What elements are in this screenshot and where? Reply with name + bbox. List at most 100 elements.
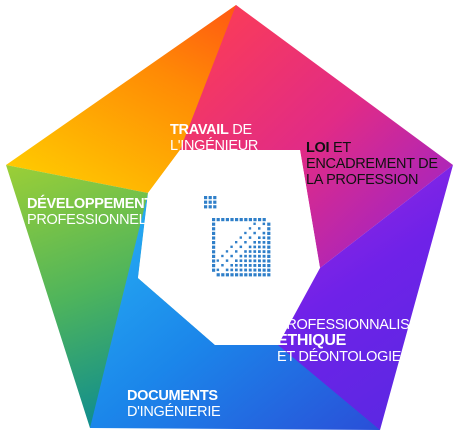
logo-dot (244, 268, 248, 272)
logo-dot (258, 227, 261, 230)
logo-dot (248, 273, 252, 277)
logo-dot (253, 250, 257, 253)
logo-dot (244, 264, 247, 267)
logo-dot (212, 250, 216, 254)
logo-dot (244, 218, 248, 222)
logo-dot (230, 245, 233, 248)
logo-dot (212, 227, 216, 231)
logo-dot (235, 259, 238, 262)
logo-dot (267, 231, 271, 235)
logo-dot (267, 245, 271, 249)
label-developpement-line1: DÉVELOPPEMENT (27, 196, 153, 212)
logo-dot (208, 205, 212, 209)
label-loi-rest: ET (329, 140, 351, 156)
logo-dot (230, 264, 233, 267)
logo-dot (262, 268, 266, 272)
logo-dot (239, 273, 243, 277)
logo-dot (244, 254, 247, 258)
logo-dot (230, 273, 234, 277)
logo-dot (262, 250, 266, 254)
logo-dot (253, 222, 256, 225)
label-professionnalisme-line2: ÉTHIQUE (277, 332, 347, 349)
logo-dot (212, 264, 216, 268)
logo-dot (244, 273, 248, 277)
logo-dot (221, 264, 224, 267)
logo-dot (258, 259, 261, 263)
logo-dot (248, 245, 252, 249)
logo-dot (212, 259, 216, 263)
logo-dot (230, 254, 233, 258)
logo-dot (239, 259, 243, 263)
logo-dot (244, 241, 247, 244)
logo-dot (253, 241, 256, 244)
logo-dot (239, 218, 243, 222)
logo-dot (212, 218, 216, 222)
logo-dot (267, 250, 271, 254)
logo-dot (262, 264, 266, 268)
logo-dot (253, 264, 257, 267)
logo-dot (204, 196, 208, 200)
center-pentagon (138, 150, 320, 345)
logo-dot (258, 250, 261, 253)
logo-dot (235, 218, 239, 222)
logo-dot (262, 273, 266, 277)
segment-loi (180, 5, 453, 268)
logo-dot (212, 222, 216, 226)
logo-dot (262, 231, 266, 235)
logo-dot (253, 268, 257, 272)
logo-dot (235, 241, 238, 244)
logo-dot (248, 218, 252, 222)
logo-dot (235, 264, 238, 267)
logo-dot (225, 250, 229, 253)
logo-dot (253, 254, 257, 258)
logo-dot (239, 254, 243, 258)
logo-dot (253, 231, 256, 235)
logo-dot (267, 236, 271, 240)
label-professionnalisme-line3: ET DÉONTOLOGIE (277, 349, 402, 365)
logo-dot (225, 218, 229, 222)
logo-dot (239, 236, 242, 239)
logo-dot (258, 264, 261, 267)
logo-dot (244, 250, 247, 253)
label-professionnalisme: PROFESSIONNALISME, ÉTHIQUE ET DÉONTOLOGI… (277, 317, 435, 365)
label-loi-line2: ENCADREMENT DE (306, 156, 438, 172)
logo-dot (267, 264, 271, 268)
logo-dot (213, 196, 217, 200)
logo-dot (216, 268, 220, 272)
logo-dot (225, 273, 229, 277)
logo-dot (258, 268, 262, 272)
dotted-square-logo-icon (204, 196, 271, 277)
logo-dot (230, 218, 234, 222)
segment-documents (90, 193, 380, 430)
logo-dot (267, 254, 271, 258)
logo-dot (262, 245, 266, 249)
label-developpement-line2: PROFESSIONNEL (27, 212, 147, 228)
logo-dot (212, 254, 216, 258)
logo-dot (225, 259, 229, 262)
logo-dot (208, 200, 212, 204)
logo-dot (262, 236, 266, 240)
logo-dot (248, 227, 252, 230)
logo-dot (253, 273, 257, 277)
logo-dot (248, 236, 252, 239)
logo-dot (262, 241, 266, 244)
logo-dot (221, 254, 224, 258)
logo-dot (235, 268, 238, 272)
label-documents-line1: DOCUMENTS (127, 388, 218, 404)
logo-dot (258, 236, 261, 239)
logo-dot (235, 273, 239, 277)
logo-dot (262, 259, 266, 263)
logo-dot (262, 218, 266, 222)
label-travail-bold: TRAVAIL (170, 122, 229, 138)
label-loi: LOI ET ENCADREMENT DE LA PROFESSION (306, 140, 438, 188)
logo-dot (267, 259, 271, 263)
logo-dot (248, 268, 252, 272)
logo-dot (225, 268, 229, 272)
logo-dot (212, 245, 216, 249)
logo-dot (253, 218, 257, 222)
logo-dot (221, 218, 225, 222)
logo-dot (239, 245, 243, 249)
logo-dot (267, 273, 271, 277)
label-travail-rest: DE (228, 122, 252, 138)
